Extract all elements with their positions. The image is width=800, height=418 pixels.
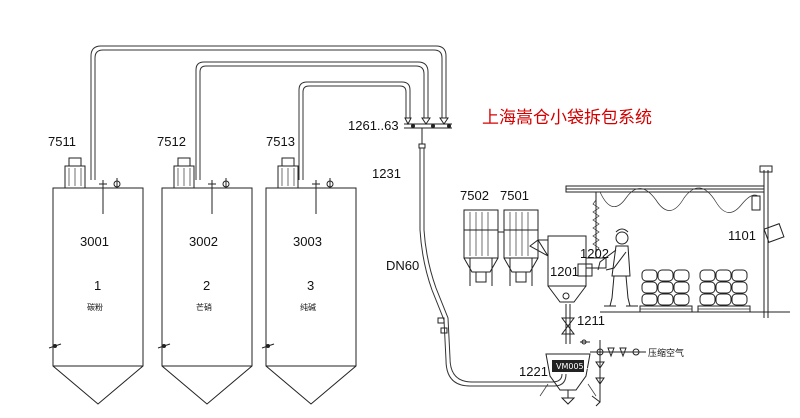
dust-collector-7501 (503, 209, 549, 286)
bag-icon (699, 293, 716, 306)
bag-icon (673, 281, 690, 294)
silo-id-label: 3002 (189, 234, 218, 249)
silo-material-label: 芒硝 (196, 302, 212, 312)
bag-icon (699, 281, 716, 294)
bag-icon (673, 269, 690, 282)
label-compressed-air: 压缩空气 (648, 347, 684, 359)
silo-number-label: 2 (203, 278, 210, 293)
conveying-line-1231 (419, 148, 567, 387)
bag-dump-station-1201 (529, 235, 593, 303)
silo-number-label: 3 (307, 278, 314, 293)
label-1201: 1201 (550, 264, 579, 279)
pallet-2 (697, 269, 751, 313)
bag-icon (715, 281, 732, 294)
label-1202: 1202 (580, 246, 609, 261)
silo-3001: 3001 1 碳粉 (48, 157, 144, 405)
jib-crane-1101 (565, 165, 785, 318)
bag-pallets (600, 269, 790, 313)
label-dn60: DN60 (386, 258, 419, 273)
label-7501: 7501 (500, 188, 529, 203)
operator-figure (597, 228, 638, 307)
compressed-air-line (580, 339, 646, 407)
label-1231: 1231 (372, 166, 401, 181)
bag-icon (673, 293, 690, 306)
bag-icon (731, 293, 748, 306)
conveying-pipes (90, 45, 447, 180)
rotary-valve-1211 (561, 304, 575, 344)
diagram-title: 上海嵩仓小袋拆包系统 (482, 108, 652, 128)
label-7512: 7512 (157, 134, 186, 149)
bag-icon (731, 281, 748, 294)
bag-icon (641, 269, 658, 282)
svg-text:VM005L: VM005L (556, 362, 589, 371)
bag-icon (715, 269, 732, 282)
bag-icon (657, 281, 674, 294)
bag-icon (715, 293, 732, 306)
label-1221: 1221 (519, 364, 548, 379)
silo-id-label: 3001 (80, 234, 109, 249)
bag-icon (657, 293, 674, 306)
silo-material-label: 碳粉 (87, 302, 103, 312)
label-1261-63: 1261..63 (348, 118, 399, 133)
bag-icon (699, 269, 716, 282)
pallet-1 (639, 269, 693, 313)
bag-icon (641, 281, 658, 294)
label-7513: 7513 (266, 134, 295, 149)
diverter-valves-icon (404, 117, 452, 149)
silo-material-label: 纯碱 (300, 302, 316, 312)
label-1211: 1211 (577, 313, 605, 328)
silo-number-label: 1 (94, 278, 101, 293)
label-1101: 1101 (728, 228, 756, 243)
label-7502: 7502 (460, 188, 489, 203)
label-7511: 7511 (48, 134, 76, 149)
bag-icon (657, 269, 674, 282)
silo-3003: 3003 3 纯碱 (261, 157, 357, 405)
pressure-vessel-1221: VM005L (539, 353, 597, 405)
silo-3002: 3002 2 芒硝 (157, 157, 253, 405)
silo-id-label: 3003 (293, 234, 322, 249)
bag-icon (641, 293, 658, 306)
dust-collector-7502 (463, 209, 504, 286)
silos: 3001 1 碳粉 3002 2 芒硝 3003 3 纯碱 (48, 157, 357, 405)
bag-icon (731, 269, 748, 282)
